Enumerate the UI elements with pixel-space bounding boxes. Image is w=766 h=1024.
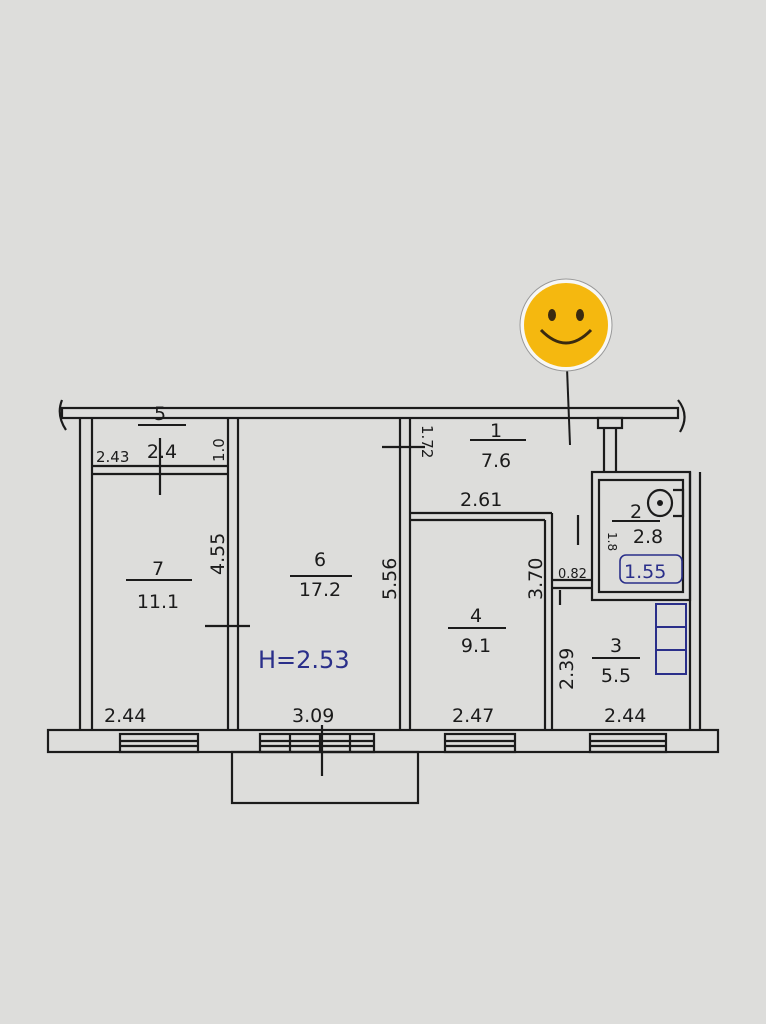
dim-bath-depth: 1.8 bbox=[605, 532, 619, 551]
dim-kitchen-depth: 2.39 bbox=[556, 648, 578, 690]
dim-room4-depth: 3.70 bbox=[525, 558, 547, 600]
dim-room4-width: 2.47 bbox=[452, 705, 494, 727]
dim-kitchen-width: 2.44 bbox=[604, 705, 646, 727]
room-7-number: 7 bbox=[152, 558, 164, 580]
room-6-area: 17.2 bbox=[299, 579, 341, 601]
dim-hall-depth: 1.72 bbox=[418, 425, 436, 458]
room-3-area: 5.5 bbox=[601, 665, 631, 687]
walls bbox=[46, 399, 720, 805]
room-5-number: 5 bbox=[154, 403, 166, 425]
room-4-number: 4 bbox=[470, 605, 482, 627]
room-2-area: 2.8 bbox=[633, 526, 663, 548]
dim-room7-depth: 4.55 bbox=[207, 533, 229, 575]
room-4-area: 9.1 bbox=[461, 635, 491, 657]
windows bbox=[118, 732, 668, 754]
room-6-number: 6 bbox=[314, 549, 326, 571]
dim-room6-depth: 5.56 bbox=[379, 558, 401, 600]
dim-room6-width: 3.09 bbox=[292, 705, 334, 727]
dim-room7-width: 2.44 bbox=[104, 705, 146, 727]
room-2-number: 2 bbox=[630, 501, 642, 523]
dim-closet-width: 2.43 bbox=[96, 448, 129, 466]
ceiling-height: H=2.53 bbox=[258, 646, 350, 674]
room-1-number: 1 bbox=[490, 420, 502, 442]
room-3-number: 3 bbox=[610, 635, 622, 657]
smiley-icon bbox=[519, 278, 613, 446]
wc-fixture bbox=[646, 488, 685, 518]
dim-closet-depth: 1.0 bbox=[210, 438, 228, 462]
dim-bath-blue: 1.55 bbox=[624, 561, 666, 583]
room-5-area: 2.4 bbox=[147, 441, 177, 463]
stove-icon bbox=[655, 603, 687, 675]
dim-passage: 0.82 bbox=[558, 567, 587, 582]
dim-room4-top: 2.61 bbox=[460, 489, 502, 511]
room-1-area: 7.6 bbox=[481, 450, 511, 472]
room-7-area: 11.1 bbox=[137, 591, 179, 613]
